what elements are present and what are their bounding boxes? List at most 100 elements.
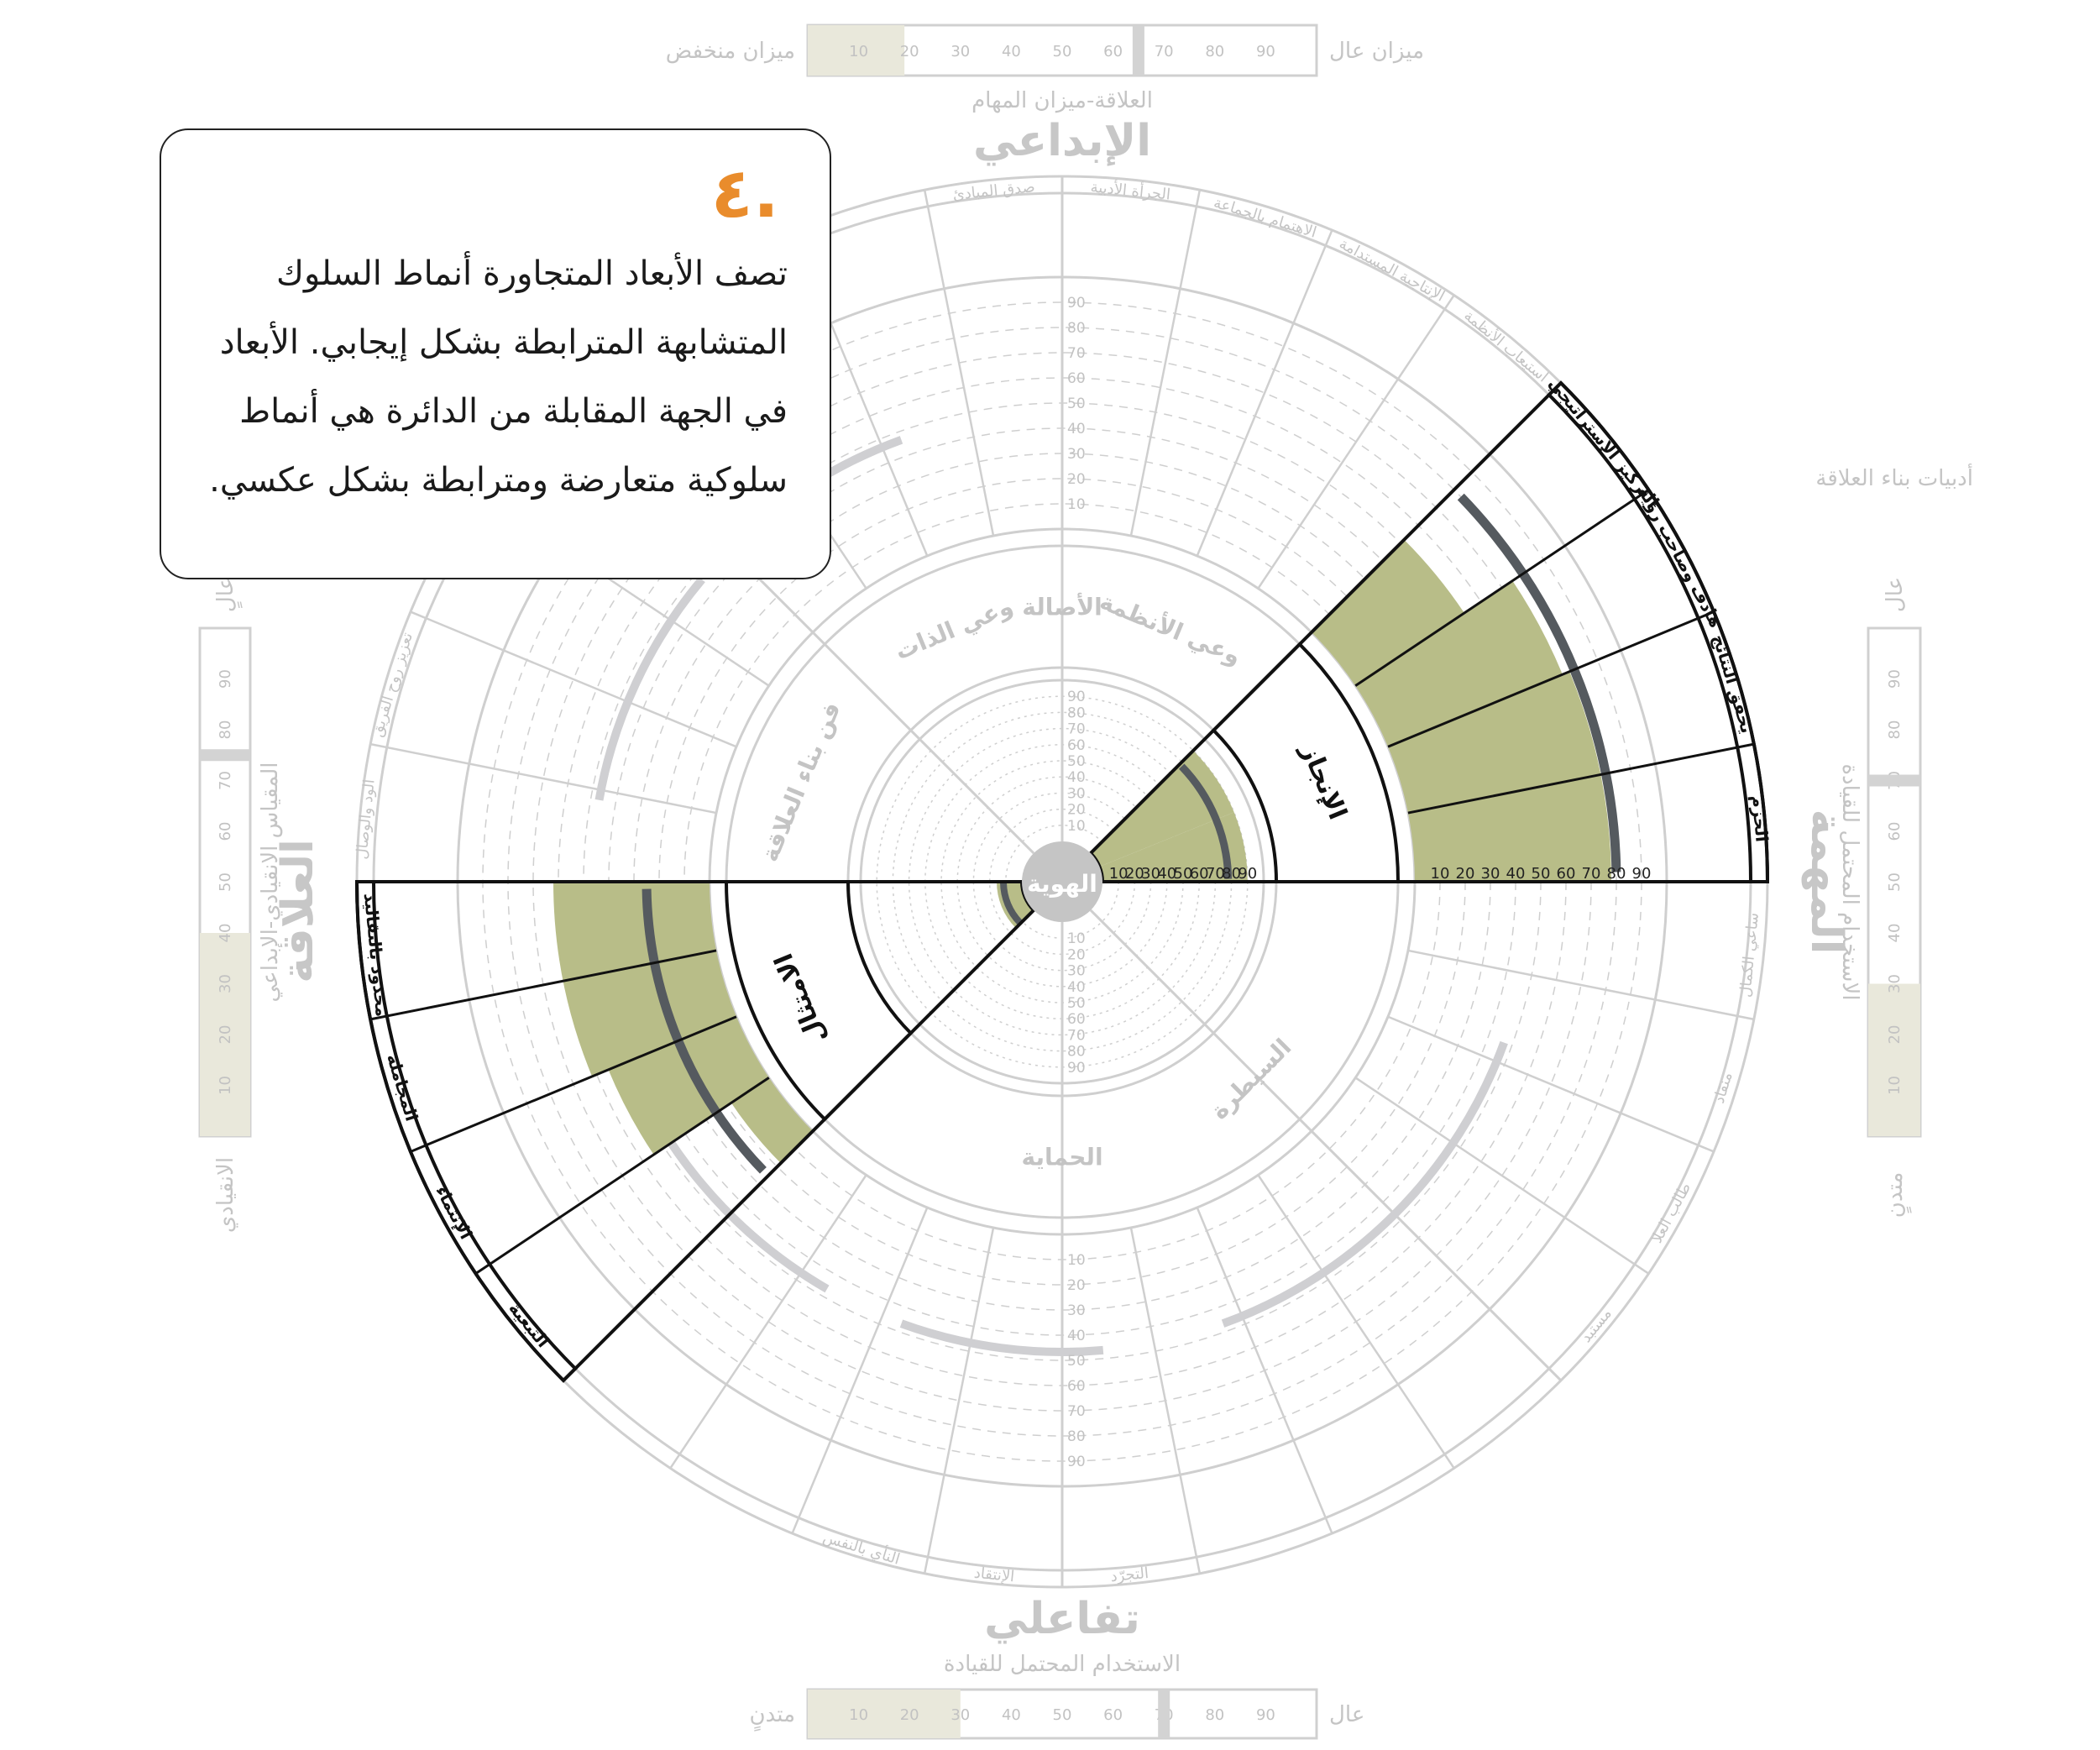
left-gauge-tick: 10 [217,1076,234,1095]
inner-bottom-tick: 80 [1067,1044,1086,1061]
outer-bottom-0: التجرّد [1110,1564,1150,1585]
outer-top-tick: 30 [1067,446,1086,463]
outer-top-tick: 10 [1067,496,1086,513]
inner-bottom-tick: 20 [1067,946,1086,963]
outer-right-tick: 90 [1632,865,1652,883]
imtithal-outer-border [354,880,578,1383]
right-gauge-tick: 90 [1886,669,1904,689]
inner-top-tick: 20 [1067,802,1086,819]
outer-bottom-tick: 50 [1067,1353,1086,1370]
inner-right-tick: 30 [1141,865,1160,883]
sub-spoke-281.25 [1129,1227,1202,1574]
top-gauge-tick: 20 [900,43,919,60]
injaz-inner-fill [1099,812,1248,882]
left-gauge-tick: 40 [217,924,234,943]
hi-seg-4 [1311,539,1464,686]
bottom-gauge-fill [808,1690,961,1738]
lo-seg-2 [608,1016,769,1155]
inner-right-tick: 40 [1157,865,1176,883]
top-gauge-tick: 90 [1256,43,1275,60]
left-gauge-marker [200,749,250,762]
outer-top-tick: 80 [1067,320,1086,337]
left-gauge-bottom-label: الانقيادي [213,1157,238,1233]
light-marker-3 [899,1319,1104,1356]
outer-right-tick: 40 [1506,865,1526,883]
right-gauge-tick: 20 [1886,1025,1904,1045]
inner-top-tick: 60 [1067,737,1086,754]
inner-top-tick: 30 [1067,785,1086,802]
right-caption: أدبيات بناء العلاقة [1815,463,1973,491]
light-marker-1 [594,576,705,801]
outer-right-tick: 20 [1456,865,1475,883]
top-gauge-marker [1132,25,1144,76]
outer-top-tick: 50 [1067,396,1086,412]
right-gauge-tick: 50 [1886,872,1904,892]
sub-spoke-337.5 [1387,1015,1715,1153]
right-gauge-caption: الاستخدام المحتمل للقيادة [1837,763,1862,1000]
right-gauge-top-label: عال [1883,577,1908,612]
ring-label-asala: الأصالة [1022,593,1102,621]
inner-right-tick: 10 [1109,865,1129,883]
outer-right-tick: 30 [1481,865,1500,883]
hi-spoke-22.5 [1387,610,1715,748]
inner-bottom-tick: 70 [1067,1027,1086,1044]
right-gauge-fill [1868,983,1920,1136]
callout-number: ٤. [710,154,779,233]
left-gauge-tick: 90 [217,669,234,689]
outer-right-tick: 50 [1532,865,1551,883]
bottom-gauge-caption: الاستخدام المحتمل للقيادة [944,1652,1181,1677]
title-right: المهمة [1801,810,1851,955]
outer-right-tick: 80 [1607,865,1626,883]
right-gauge-bottom-label: متدنٍ [1883,1172,1913,1218]
outer-bottom-tick: 80 [1067,1428,1086,1445]
hi-seg-1 [1407,774,1611,882]
callout-box: ٤. تصف الأبعاد المتجاورة أنماط السلوك ال… [160,128,831,579]
ring-label-himaya: الحماية [1021,1144,1102,1171]
lo-spoke-202.5 [410,1015,737,1153]
lo-spoke-191.25 [369,949,717,1021]
top-gauge-tick: 40 [1002,43,1021,60]
title-bottom: تفاعلي [984,1594,1140,1644]
outer-right-tick: 70 [1582,865,1601,883]
left-gauge-tick: 30 [217,974,234,993]
inner-right-tick: 70 [1206,865,1225,883]
sub-spoke-326.25 [1354,1077,1650,1275]
bottom-gauge-tick: 20 [900,1706,919,1724]
inner-top-tick: 40 [1067,769,1086,786]
lo-seg-1 [553,882,736,1077]
center-label: الهوية [1027,870,1097,898]
sub-spoke-168.75 [369,742,717,815]
sub-spoke-258.75 [923,1227,995,1574]
bottom-gauge-tick: 50 [1053,1706,1072,1724]
top-gauge-tick: 10 [849,43,868,60]
left-gauge-tick: 80 [217,720,234,740]
right-gauge-tick: 80 [1886,720,1904,740]
hi-spoke-33.75 [1354,489,1650,687]
sub-spoke-67.5 [1196,229,1333,557]
bottom-gauge-marker [1158,1690,1170,1738]
outer-bottom-tick: 60 [1067,1378,1086,1395]
right-gauge-tick: 10 [1886,1076,1904,1095]
inner-right-tick: 20 [1125,865,1144,883]
left-gauge-tick: 70 [217,771,234,790]
sub-spoke-101.25 [923,189,995,537]
inner-bottom-tick: 40 [1067,979,1086,996]
highlight-sectors-layer [354,380,1770,1383]
spoke-315 [1089,909,1563,1382]
inner-top-tick: 80 [1067,705,1086,721]
inner-bottom-tick: 90 [1067,1060,1086,1077]
bottom-gauge-tick: 30 [950,1706,970,1724]
bottom-gauge-tick: 90 [1256,1706,1275,1724]
bottom-gauge-right-label: عال [1329,1702,1364,1727]
hi-spoke-11.25 [1407,742,1755,815]
inner-bottom-tick: 60 [1067,1011,1086,1028]
outer-bottom-tick: 30 [1067,1302,1086,1319]
top-gauge-tick: 60 [1103,43,1123,60]
right-gauge-tick: 60 [1886,822,1904,841]
inner-right-tick: 90 [1238,865,1257,883]
lo-seg-3 [731,1077,814,1164]
outer-bottom-tick: 70 [1067,1403,1086,1420]
right-gauge-marker [1868,774,1920,787]
inner-bottom-tick: 30 [1067,963,1086,980]
